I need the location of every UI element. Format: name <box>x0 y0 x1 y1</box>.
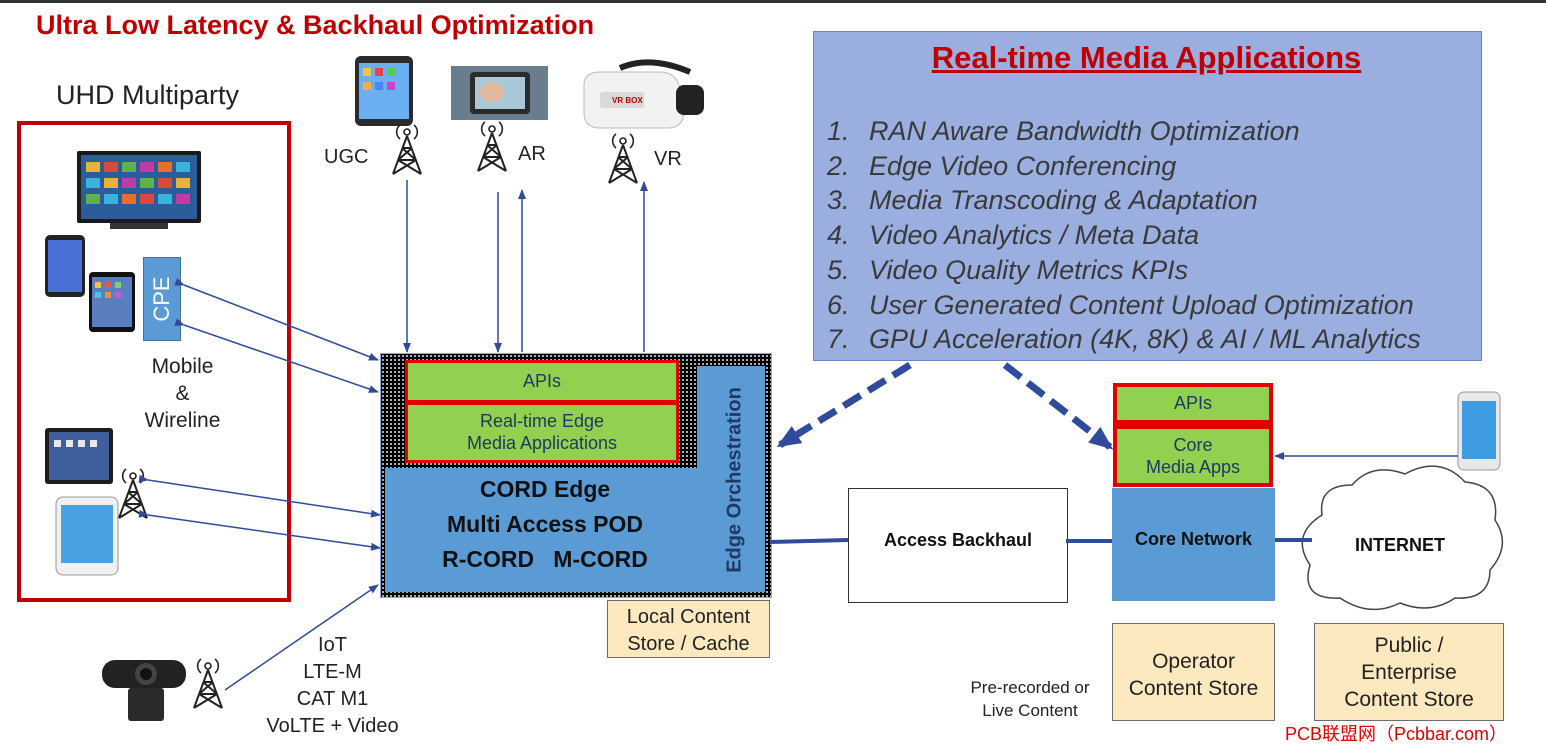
iot-line1: IoT <box>318 634 347 656</box>
mobile-link-arrow-2 <box>138 509 381 551</box>
cord-edge-label: CORD Edge Multi Access POD R-CORD M-CORD <box>385 472 705 577</box>
cpe-link-arrow-1 <box>174 278 379 361</box>
core-apps-box: APIs Core Media Apps <box>1113 383 1273 487</box>
list-item: 2.Edge Video Conferencing <box>827 150 1177 181</box>
iot-label: IoT LTE-M CAT M1 VoLTE + Video <box>255 632 410 740</box>
right-phone-icon <box>1457 391 1501 471</box>
cord-edge-line2: Multi Access POD <box>447 511 643 537</box>
iot-tower-icon <box>193 658 223 709</box>
realtime-media-title: Real-time Media Applications <box>931 40 1362 75</box>
public-store-line3: Content Store <box>1344 688 1474 711</box>
ugc-label: UGC <box>324 146 369 168</box>
cord-edge-body <box>385 468 765 592</box>
top-strip <box>0 0 1546 3</box>
internet-cloud-icon <box>1301 465 1504 611</box>
list-item: 7.GPU Acceleration (4K, 8K) & AI / ML An… <box>827 324 1421 355</box>
iot-line4: VoLTE + Video <box>266 715 399 737</box>
edge-media-apps-line1: Real-time Edge <box>479 411 605 431</box>
edge-apis-box: APIs <box>408 363 676 400</box>
core-apis-box: APIs <box>1117 387 1269 420</box>
rt-to-core-dashed-arrow <box>1002 362 1114 450</box>
tv-icon <box>77 151 201 229</box>
prerecorded-line1: Pre-recorded or <box>970 678 1090 697</box>
edge-orchestration-column <box>697 366 765 476</box>
operator-store-line2: Content Store <box>1128 677 1259 700</box>
public-content-store: Public / Enterprise Content Store <box>1314 623 1504 721</box>
operator-store-line1: Operator <box>1152 650 1235 673</box>
page-title: Ultra Low Latency & Backhaul Optimizatio… <box>36 10 595 40</box>
edge-media-apps-line2: Media Applications <box>466 433 618 453</box>
webcam-icon <box>102 660 186 721</box>
edge-to-access-link <box>769 538 849 544</box>
list-item: 6.User Generated Content Upload Optimiza… <box>827 289 1414 320</box>
access-backhaul-box: Access Backhaul <box>848 488 1068 603</box>
uhd-tower-icon <box>118 468 148 519</box>
list-item: 5.Video Quality Metrics KPIs <box>827 254 1189 285</box>
core-apis-label: APIs <box>1173 393 1212 413</box>
edge-apps-box: APIs Real-time Edge Media Applications <box>405 360 679 463</box>
ugc-tower-icon <box>392 124 422 175</box>
vr-tower-icon <box>608 133 638 184</box>
vr-headset-icon <box>583 59 704 129</box>
ar-label: AR <box>518 143 546 165</box>
watermark: PCB联盟网（Pcbbar.com） <box>1285 724 1508 744</box>
public-store-line2: Enterprise <box>1361 661 1457 684</box>
iphone-icon <box>355 56 413 126</box>
edge-media-apps-box: Real-time Edge Media Applications <box>408 405 676 460</box>
list-item: 4.Video Analytics / Meta Data <box>827 220 1200 251</box>
cord-edge-line1: CORD Edge <box>479 476 611 502</box>
ar-tower-icon <box>477 121 507 172</box>
core-network-label: Core Network <box>1134 529 1253 549</box>
iot-uplink-arrow <box>224 584 379 691</box>
realtime-media-list: 1.RAN Aware Bandwidth Optimization 2.Edg… <box>827 114 1421 357</box>
iot-line2: LTE-M <box>303 661 362 683</box>
cpe-link-arrow-2 <box>174 318 379 393</box>
mobile-link-arrow-1 <box>138 474 381 518</box>
vr-label: VR <box>654 148 682 170</box>
local-content-line1: Local Content <box>626 606 751 628</box>
vr-brand-label: VR BOX <box>612 96 643 105</box>
list-item: 3.Media Transcoding & Adaptation <box>827 185 1258 216</box>
core-media-apps-line1: Core <box>1173 435 1213 455</box>
local-content-store: Local Content Store / Cache <box>607 600 770 658</box>
smartphone-icon <box>45 235 85 297</box>
list-item: 1.RAN Aware Bandwidth Optimization <box>827 116 1300 146</box>
iot-line3: CAT M1 <box>296 688 369 710</box>
public-store-line1: Public / <box>1374 634 1444 657</box>
edge-apis-label: APIs <box>522 371 561 391</box>
core-media-apps-box: Core Media Apps <box>1117 429 1269 483</box>
local-content-line2: Store / Cache <box>627 633 750 655</box>
cord-edge-line3: R-CORD M-CORD <box>442 546 648 572</box>
wireline-label: Wireline <box>144 409 221 432</box>
prerecorded-line2: Live Content <box>982 701 1078 720</box>
rt-to-edge-dashed-arrow <box>776 362 912 448</box>
prerecorded-label: Pre-recorded or Live Content <box>955 676 1105 722</box>
core-network-box: Core Network <box>1112 488 1275 601</box>
internet-label: INTERNET <box>1355 535 1445 555</box>
operator-content-store: Operator Content Store <box>1112 623 1275 721</box>
access-backhaul-label: Access Backhaul <box>883 530 1033 550</box>
ar-tablet-icon <box>451 66 548 120</box>
tablet-icon <box>45 428 113 484</box>
realtime-media-panel <box>813 31 1482 361</box>
core-media-apps-line2: Media Apps <box>1145 457 1241 477</box>
tablet-phone-icon <box>89 272 135 332</box>
uhd-multiparty-label: UHD Multiparty <box>56 80 240 110</box>
white-phone-icon <box>55 496 119 576</box>
